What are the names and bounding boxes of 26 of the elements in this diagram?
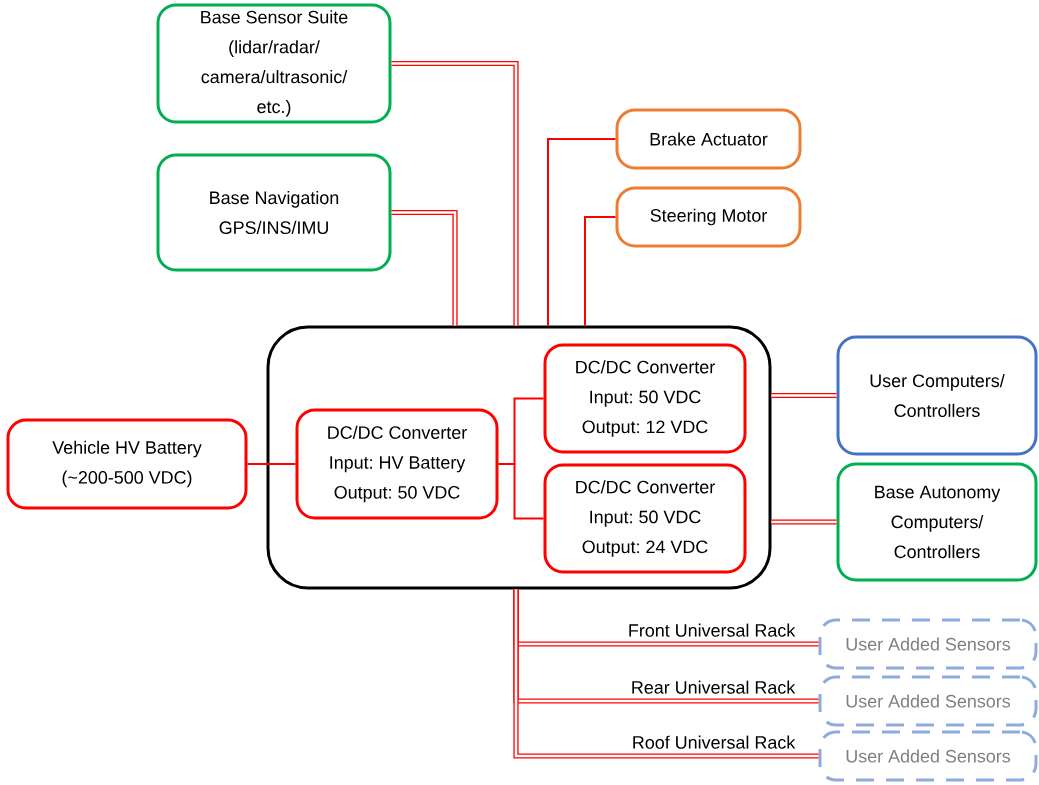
edge-label: Rear Universal Rack (629, 679, 797, 695)
power-line (547, 138, 617, 327)
component-box: Brake Actuator (615, 108, 802, 170)
edge-label: Roof Universal Rack (630, 734, 797, 750)
power-line (497, 463, 545, 520)
component-box: Base Navigation GPS/INS/IMU (156, 153, 392, 272)
edge-label: Front Universal Rack (626, 622, 797, 638)
component-box: Base Autonomy Computers/ Controllers (836, 462, 1038, 582)
enclosure-box (266, 325, 772, 590)
power-line (513, 589, 819, 759)
placeholder-box: User Added Sensors (818, 730, 1038, 782)
power-line (771, 392, 837, 399)
component-box: Steering Motor (615, 186, 802, 248)
power-line (246, 463, 297, 465)
component-box: Vehicle HV Battery (~200-500 VDC) (6, 418, 248, 510)
placeholder-box: User Added Sensors (818, 675, 1038, 727)
converter-box: DC/DC Converter Input: 50 VDC Output: 24 VDC (543, 463, 747, 574)
converter-box: DC/DC Converter Input: 50 VDC Output: 12 VDC (543, 343, 747, 454)
power-line (771, 519, 837, 525)
power-line (584, 216, 617, 327)
converter-box: DC/DC Converter Input: HV Battery Output: 50 VDC (295, 408, 499, 520)
component-box: User Computers/ Controllers (836, 335, 1038, 456)
component-box: Base Sensor Suite (lidar/radar/ camera/ultrasonic/ etc.) (156, 3, 392, 124)
power-line (391, 60, 519, 326)
power-line (391, 209, 458, 326)
placeholder-box: User Added Sensors (818, 618, 1038, 670)
